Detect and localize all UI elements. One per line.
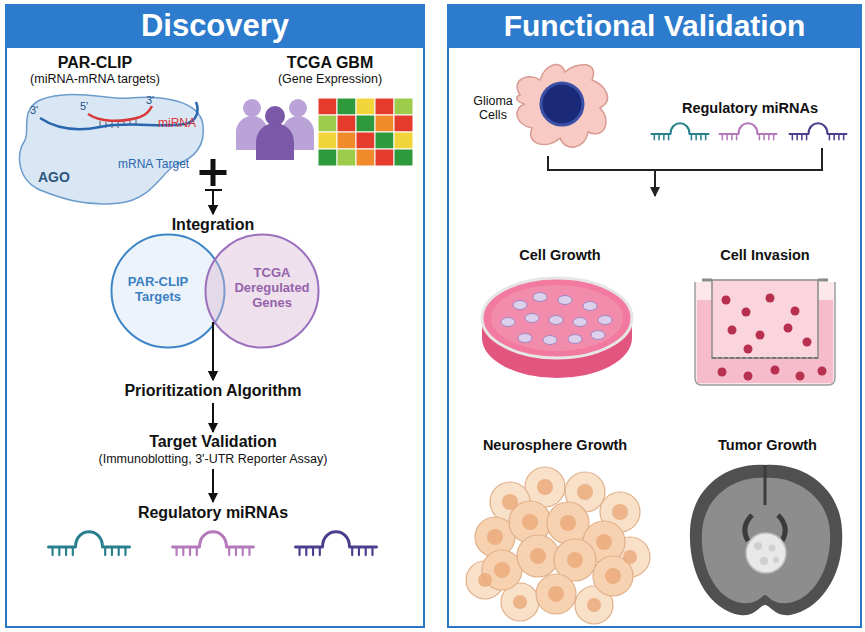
ago-complex	[20, 95, 204, 204]
transwell-chamber	[695, 280, 835, 385]
panel-title: Functional Validation	[447, 4, 862, 48]
assay-item: Cell Invasion	[685, 247, 845, 387]
node-title: Neurosphere Growth	[465, 437, 645, 454]
panel: Functional ValidationGlioma Cells Regulat…	[447, 4, 862, 628]
flow-arrow	[205, 190, 213, 214]
mirna-icons	[49, 532, 377, 555]
node-title: Integration	[158, 216, 268, 234]
node-title: PAR-CLIP Targets	[116, 275, 200, 305]
flow-arrow	[212, 322, 214, 380]
assay-item: Neurosphere Growth	[465, 437, 645, 625]
flow-arrow	[212, 328, 214, 380]
node-title: Prioritization Algorithm	[95, 382, 331, 400]
part-label: miRNA	[158, 117, 196, 130]
node-title: Target Validation	[40, 433, 386, 451]
step-label: Integration	[158, 215, 268, 237]
part-label: 3'	[146, 94, 154, 106]
input-item: Glioma Cells	[462, 60, 617, 155]
neurosphere	[466, 467, 650, 624]
node-subtitle: (Immunoblotting, 3'-UTR Reporter Assay)	[40, 452, 386, 466]
node-title: Cell Growth	[475, 247, 645, 264]
step-label: Target Validation(Immunoblotting, 3'-UTR…	[40, 433, 386, 469]
brain-section	[690, 465, 842, 615]
expression-heatmap	[318, 98, 413, 166]
part-label: 3'	[30, 104, 38, 116]
flow-arrow	[212, 403, 214, 432]
input-item: Regulatory miRNAs	[655, 100, 845, 148]
merge-bracket	[548, 148, 822, 196]
flow-arrow	[213, 190, 222, 214]
glioma-cell	[517, 64, 608, 147]
assay-item: Tumor Growth	[685, 437, 850, 622]
panel: DiscoveryPAR-CLIP(miRNA-mRNA targets) TCG…	[5, 4, 425, 628]
step-label: Prioritization Algorithm	[95, 381, 331, 403]
node-title: PAR-CLIP	[12, 54, 178, 72]
node-title: TCGA Deregulated Genes	[230, 266, 314, 311]
node-title: TCGA GBM	[242, 54, 418, 72]
flow-arrow	[212, 469, 214, 502]
step-label: Regulatory miRNAs	[120, 503, 306, 525]
node-title: Glioma Cells	[462, 94, 524, 123]
node-title: Regulatory miRNAs	[655, 100, 845, 117]
data-source: TCGA GBM(Gene Expression)	[222, 50, 418, 208]
part-label: 5'	[80, 100, 88, 112]
part-label: mRNA Target	[118, 158, 189, 171]
node-title: Regulatory miRNAs	[120, 504, 306, 522]
node-title: Cell Invasion	[685, 247, 845, 264]
plus-sign	[200, 159, 227, 186]
node-title: Tumor Growth	[685, 437, 850, 454]
part-label: AGO	[38, 170, 70, 185]
venn-circle: TCGA Deregulated Genes	[204, 233, 320, 349]
node-subtitle: (Gene Expression)	[242, 72, 418, 86]
assay-item: Cell Growth	[475, 247, 645, 387]
petri-dish	[482, 278, 632, 378]
node-subtitle: (miRNA-mRNA targets)	[12, 72, 178, 86]
mirna-icons	[652, 123, 847, 139]
panel-title: Discovery	[5, 4, 425, 48]
patients-icon	[236, 99, 314, 160]
